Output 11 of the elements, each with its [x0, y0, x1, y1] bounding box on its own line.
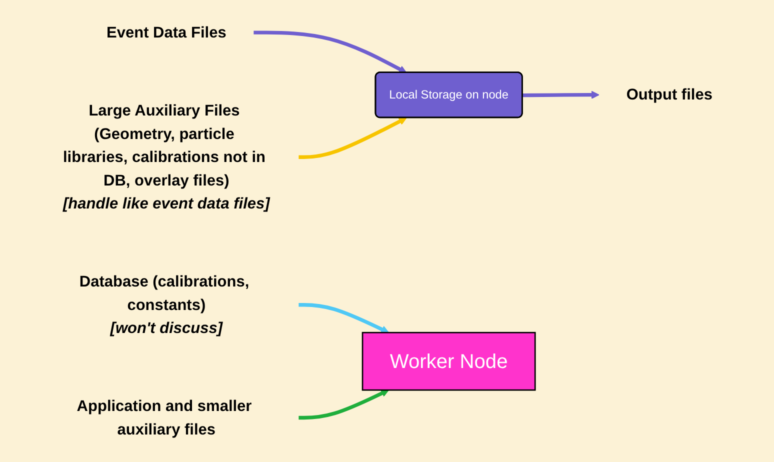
- arrow: [522, 90, 600, 99]
- node-text: Large Auxiliary Files (Geometry, particle libraries, calibrations not in DB, overlay files) [handle like event data files]: [63, 102, 270, 212]
- arrow: [254, 30, 407, 74]
- arrow: [298, 118, 407, 159]
- node-text: Database (calibrations, constants) [won't discuss]: [79, 272, 250, 337]
- node-box: Worker Node: [362, 332, 536, 391]
- node-text: Event Data Files: [106, 24, 226, 42]
- arrow: [298, 390, 389, 420]
- node-text: Output files: [626, 86, 712, 104]
- arrow: [298, 303, 389, 334]
- node-text: Application and smaller auxiliary files: [76, 397, 252, 438]
